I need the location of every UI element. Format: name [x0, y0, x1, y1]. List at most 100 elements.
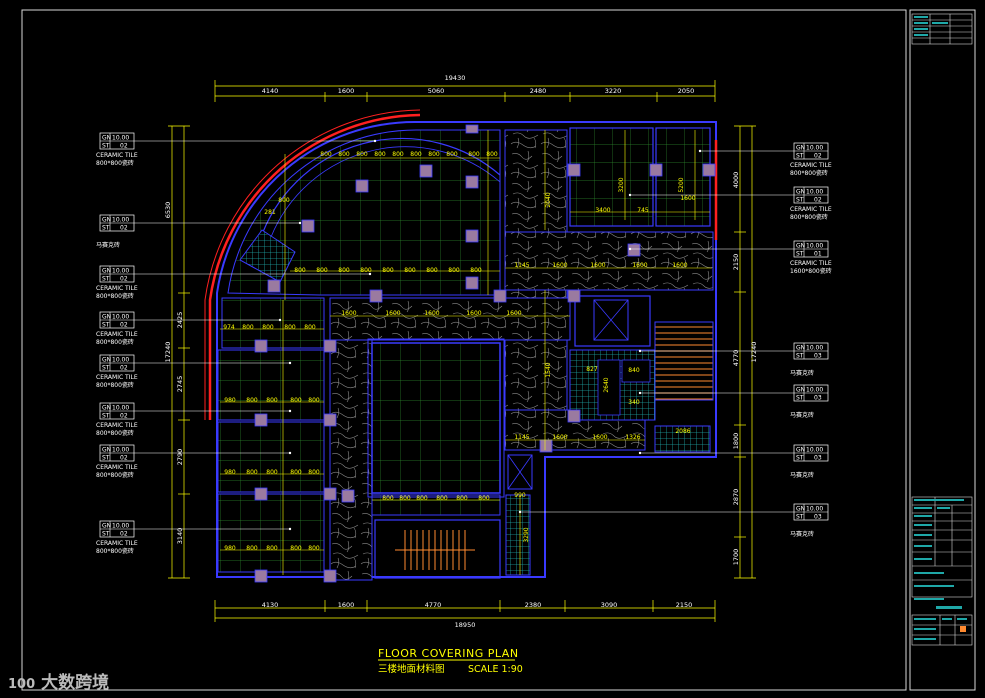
right-dim-2: 2150: [732, 254, 740, 271]
tag-code-2: ST: [796, 153, 804, 160]
top-dim-5: 3220: [605, 87, 622, 95]
dim-hall-5: 800: [456, 495, 468, 502]
tag-value-1: 10.00: [806, 506, 823, 513]
dim-bot-1326: 1326: [625, 434, 640, 441]
watermark-text: 大数跨境: [41, 673, 110, 693]
dim-left3-1: 800: [246, 469, 258, 476]
room-left-1: [221, 297, 325, 349]
tag-material: CERAMIC TILE: [790, 260, 832, 267]
leader-dot: [368, 272, 372, 276]
tag-code-2: ST: [102, 143, 110, 150]
mosaic-wedge: [239, 229, 296, 283]
title-english: FLOOR COVERING PLAN: [378, 647, 519, 660]
dim-corr-1: 1600: [552, 262, 567, 269]
tag-material: CERAMIC TILE: [96, 374, 138, 381]
tag-value-1: 10.00: [806, 387, 823, 394]
dim-arc-9: 800: [468, 151, 480, 158]
right-total-dim: 17240: [750, 342, 758, 363]
dim-mid-5: 1600: [506, 310, 521, 317]
dim-hall-2: 800: [399, 495, 411, 502]
tag-value-2: 02: [120, 276, 128, 283]
tag-material: CERAMIC TILE: [96, 540, 138, 547]
tag-value-1: 10.00: [112, 447, 129, 454]
tag-size: 马赛克砖: [96, 241, 120, 249]
top-dim-2: 1600: [338, 87, 355, 95]
tag-value-1: 10.00: [806, 447, 823, 454]
bottom-dim-1: 4130: [262, 601, 279, 609]
stone-corridor-horizontal: [504, 231, 714, 291]
mosaic-strip-bottom: [505, 494, 531, 576]
dim-arc-10: 800: [486, 151, 498, 158]
tag-value-2: 01: [814, 251, 822, 258]
tag-size: 800*800瓷砖: [790, 213, 828, 221]
dim-left4-980: 980: [224, 545, 236, 552]
title-chinese: 三楼地面材料图: [378, 663, 445, 675]
dim-arc-6: 800: [410, 151, 422, 158]
dim-340: 340: [628, 399, 640, 406]
interior-dim-lines: [220, 130, 712, 575]
dim-hall-4: 800: [436, 495, 448, 502]
title-block-border: [909, 9, 976, 691]
tag-material: CERAMIC TILE: [96, 152, 138, 159]
tag-size: 800*800瓷砖: [96, 429, 134, 437]
tag-code-1: GN: [796, 345, 805, 352]
dim-arc-4: 800: [374, 151, 386, 158]
dim-hall-1: 800: [382, 495, 394, 502]
tag-value-2: 02: [120, 365, 128, 372]
tag-code-1: GN: [796, 145, 805, 152]
building-outline: [216, 120, 717, 578]
dim-left3-3: 800: [290, 469, 302, 476]
dim-left2-2: 800: [266, 397, 278, 404]
leader-dot: [698, 149, 702, 153]
top-dim-4: 2480: [530, 87, 547, 95]
dim-row2-3: 800: [338, 267, 350, 274]
dim-arc-1: 800: [320, 151, 332, 158]
dim-row2-6: 800: [404, 267, 416, 274]
tag-material: CERAMIC TILE: [96, 285, 138, 292]
tag-code-2: ST: [102, 531, 110, 538]
dim-bot-1: 1600: [552, 434, 567, 441]
dim-mid-2: 1600: [385, 310, 400, 317]
dim-arc-3: 800: [356, 151, 368, 158]
curtain-wall-arc-outer: [204, 109, 421, 420]
tag-size: 800*800瓷砖: [96, 292, 134, 300]
top-dim-6: 2050: [678, 87, 695, 95]
leader-dot: [288, 527, 292, 531]
dim-2640: 2640: [603, 377, 610, 392]
tag-value-1: 10.00: [112, 135, 129, 142]
watermark: 100 大数跨境: [8, 668, 109, 693]
tag-code-1: GN: [796, 243, 805, 250]
dim-left3-980: 980: [224, 469, 236, 476]
tag-value-2: 02: [814, 153, 822, 160]
tag-value-1: 10.00: [806, 145, 823, 152]
tag-code-2: ST: [796, 514, 804, 521]
dim-left2-1: 800: [246, 397, 258, 404]
leader-dot: [278, 318, 282, 322]
dim-row2-5: 800: [382, 267, 394, 274]
dim-left1-1: 800: [242, 324, 254, 331]
tag-size: 马赛克砖: [790, 471, 814, 479]
tag-code-2: ST: [102, 225, 110, 232]
leader-dot: [628, 193, 632, 197]
dim-arc-11: 800: [278, 197, 290, 204]
dim-row2-2: 800: [316, 267, 328, 274]
watermark-logo-icon: 100: [8, 677, 36, 692]
top-dim-1: 4140: [262, 87, 279, 95]
dim-left3-4: 800: [308, 469, 320, 476]
tag-code-2: ST: [796, 395, 804, 402]
bottom-dim-2: 1600: [338, 601, 355, 609]
dim-left1-3: 800: [284, 324, 296, 331]
tag-value-2: 02: [120, 322, 128, 329]
tag-value-2: 03: [814, 514, 822, 521]
tag-size: 800*800瓷砖: [96, 547, 134, 555]
bottom-dim-3: 4770: [425, 601, 442, 609]
dim-1600-room: 1600: [680, 195, 695, 202]
tag-value-1: 10.00: [112, 405, 129, 412]
dim-827: 827: [586, 366, 598, 373]
dim-arc-281: 281: [264, 209, 276, 216]
top-dim-3: 5060: [428, 87, 445, 95]
